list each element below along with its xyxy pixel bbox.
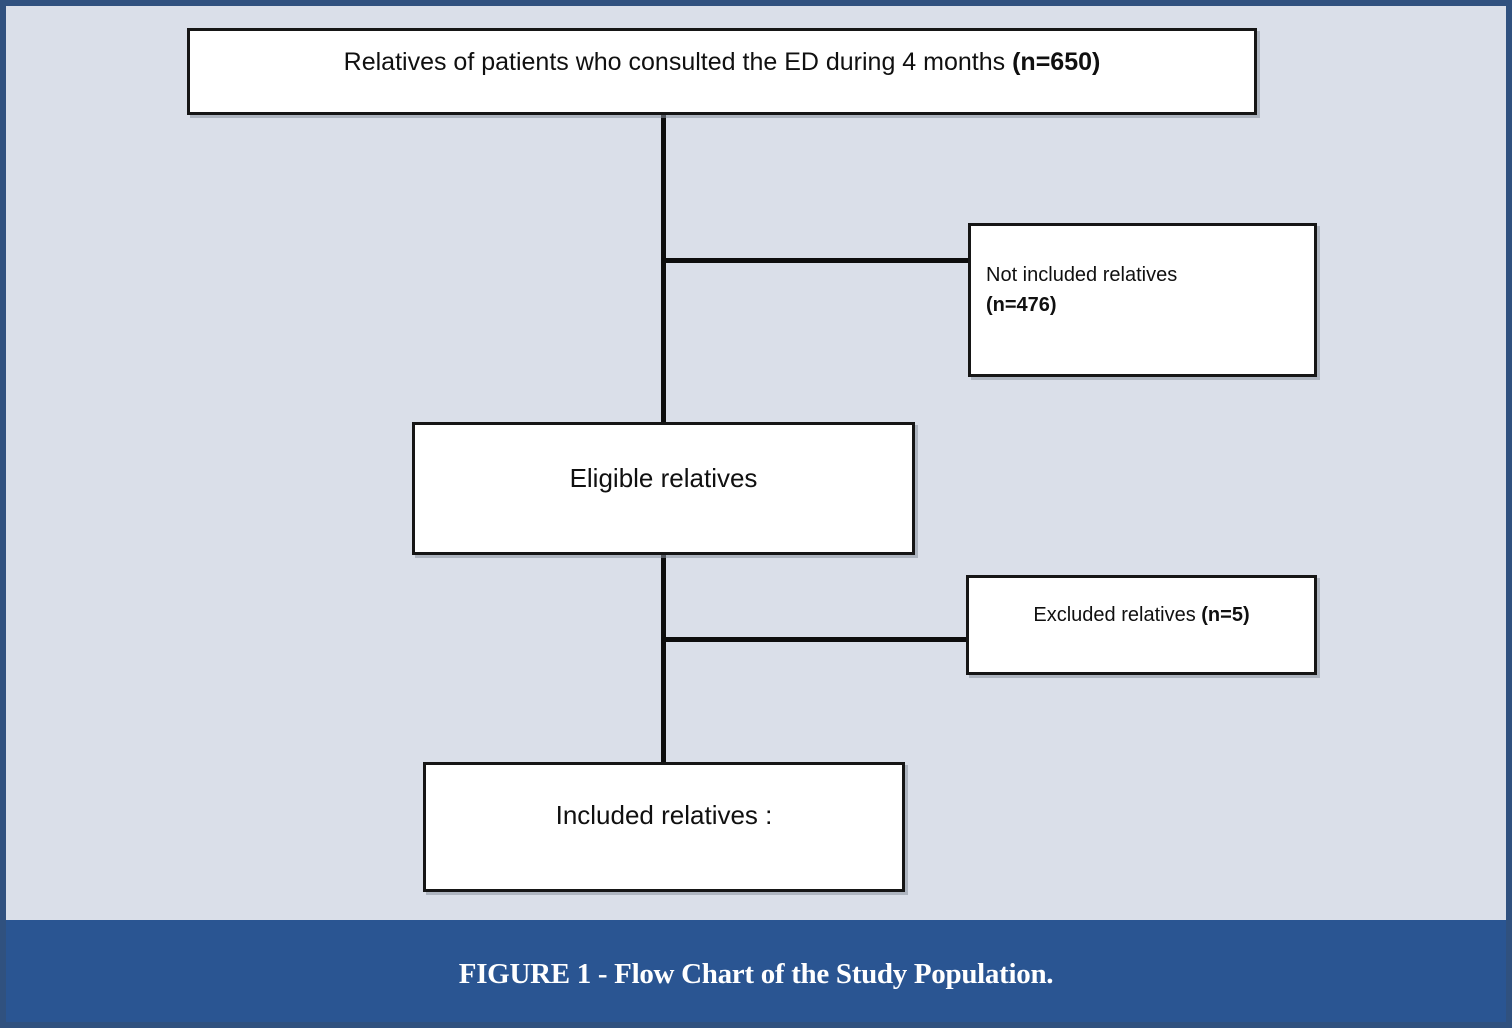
node-included: Included relatives : — [423, 762, 905, 892]
node-included-label: Included relatives : — [555, 799, 773, 830]
node-excluded-label: Excluded relatives — [1033, 603, 1196, 626]
figure-caption: FIGURE 1 - Flow Chart of the Study Popul… — [458, 957, 1054, 990]
node-eligible: Eligible relatives — [412, 422, 915, 555]
node-not-included: Not included relatives (n=476) — [968, 223, 1317, 377]
node-eligible-label: Eligible relatives — [569, 463, 758, 493]
node-excluded: Excluded relatives (n=5) — [966, 575, 1317, 675]
connector-eligible-included — [661, 555, 666, 762]
node-excluded-count: (n=5) — [1201, 603, 1250, 626]
connector-population-eligible — [661, 115, 666, 423]
connector-population-not-included — [663, 258, 968, 263]
node-excluded-text: Excluded relatives (n=5) — [1033, 604, 1249, 627]
node-not-included-text: Not included relatives (n=476) — [986, 260, 1177, 320]
node-population-count: (n=650) — [1012, 48, 1101, 76]
figure-caption-band: FIGURE 1 - Flow Chart of the Study Popul… — [0, 920, 1512, 1028]
node-population-label: Relatives of patients who consulted the … — [343, 48, 1006, 76]
node-population: Relatives of patients who consulted the … — [187, 28, 1257, 115]
connector-eligible-excluded — [663, 637, 968, 642]
node-not-included-label: Not included relatives — [986, 264, 1178, 286]
node-not-included-count: (n=476) — [986, 294, 1057, 316]
node-population-text: Relatives of patients who consulted the … — [344, 48, 1101, 77]
